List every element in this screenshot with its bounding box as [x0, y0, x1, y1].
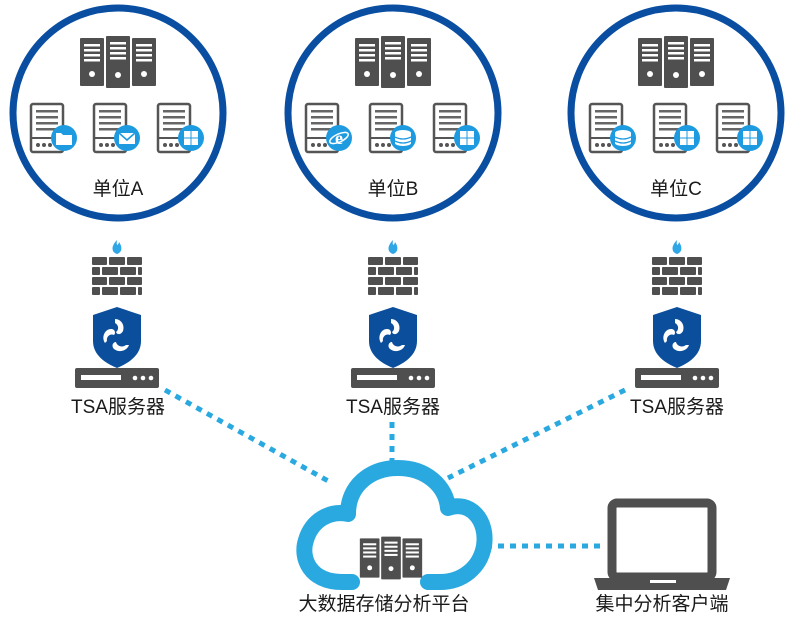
main-server-icon	[80, 36, 156, 88]
unit-b	[284, 4, 502, 388]
cloud-platform	[296, 460, 493, 590]
unit-b-label: 单位B	[367, 179, 419, 200]
sub-server-icon	[368, 102, 416, 154]
unit-c-server-label: TSA服务器	[630, 397, 724, 418]
link-unit-a-platform	[163, 387, 332, 485]
tsa-server-icon	[351, 368, 435, 388]
cloud-icon	[296, 460, 493, 590]
sub-server-icon	[432, 102, 480, 154]
unit-a-label: 单位A	[92, 179, 144, 200]
database-icon	[614, 129, 632, 147]
shield-icon	[653, 307, 701, 368]
tsa-server-icon	[75, 368, 159, 388]
sub-server-icon	[92, 102, 140, 154]
platform-server-icon	[359, 536, 423, 580]
tsa-server-icon	[635, 368, 719, 388]
sub-server-icon	[588, 102, 636, 154]
main-server-icon	[355, 36, 431, 88]
sub-server-icon	[29, 102, 77, 154]
main-server-icon	[638, 36, 714, 88]
sub-server-icon	[156, 102, 204, 154]
client-laptop-icon	[594, 498, 730, 590]
connection-lines	[163, 387, 627, 549]
database-icon	[394, 129, 412, 147]
firewall-icon	[368, 240, 418, 295]
shield-icon	[369, 307, 417, 368]
sub-server-icon	[652, 102, 700, 154]
unit-c	[567, 4, 785, 388]
shield-icon	[93, 307, 141, 368]
sub-server-icon	[715, 102, 763, 154]
unit-c-label: 单位C	[650, 179, 702, 200]
unit-a-server-label: TSA服务器	[71, 397, 165, 418]
firewall-icon	[652, 240, 702, 295]
unit-b-server-label: TSA服务器	[346, 397, 440, 418]
firewall-icon	[92, 240, 142, 295]
unit-a	[9, 4, 227, 388]
mail-icon	[118, 132, 136, 145]
link-unit-c-platform	[446, 387, 627, 481]
sub-server-icon	[304, 102, 352, 154]
platform-label: 大数据存储分析平台	[298, 594, 470, 615]
client-label: 集中分析客户端	[595, 594, 729, 615]
